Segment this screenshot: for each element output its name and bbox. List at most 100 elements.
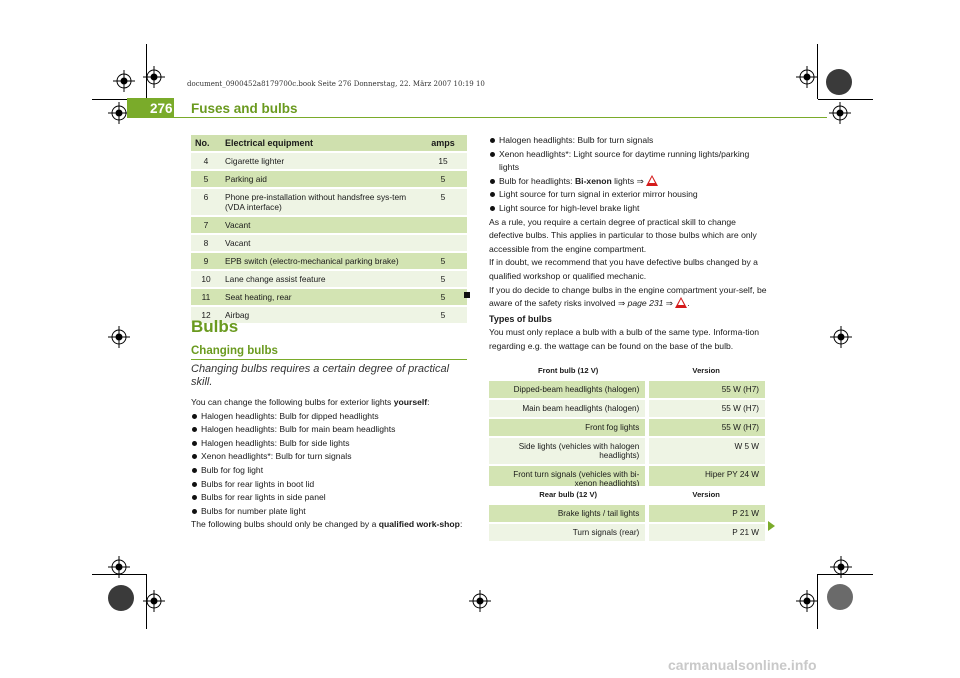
intro-text: You can change the following bulbs for e… xyxy=(191,397,394,407)
page-number-box xyxy=(127,98,174,118)
bulb-version: 55 W (H7) xyxy=(645,399,765,419)
subheading-changing-bulbs: Changing bulbs xyxy=(191,345,278,357)
registration-mark-icon xyxy=(829,102,851,124)
watermark: carmanualsonline.info xyxy=(668,657,817,673)
section-heading-bulbs: Bulbs xyxy=(191,317,239,336)
crop-mark-top-left-v xyxy=(146,44,147,99)
fuse-amps: 5 xyxy=(419,288,467,307)
list-item: Light source for turn signal in exterior… xyxy=(489,188,769,202)
fuse-equipment: Parking aid xyxy=(221,170,419,189)
section-end-mark xyxy=(464,292,470,298)
fuse-amps: 5 xyxy=(419,306,467,325)
fuse-no: 9 xyxy=(191,252,221,271)
rear-bulb-table: Rear bulb (12 V) Version Brake lights / … xyxy=(489,486,765,543)
intro-suffix: : xyxy=(427,397,430,407)
fuse-amps: 5 xyxy=(419,188,467,217)
registration-mark-icon xyxy=(796,590,818,612)
fuse-equipment: Phone pre-installation without handsfree… xyxy=(221,188,419,217)
crop-mark-top-right-v xyxy=(817,44,818,99)
lead-text: Changing bulbs requires a certain degree… xyxy=(191,363,450,388)
workshop-text: The following bulbs should only be chang… xyxy=(191,519,379,530)
fuse-no: 4 xyxy=(191,152,221,171)
header-rule xyxy=(127,117,827,118)
table-header-no: No. xyxy=(191,135,221,153)
fuse-amps: 5 xyxy=(419,252,467,271)
registration-mark-icon xyxy=(108,556,130,578)
paragraph: You must only replace a bulb with a bulb… xyxy=(489,327,760,351)
para3-text: If you do decide to change bulbs in the … xyxy=(489,284,767,309)
file-header: document_0900452a8179700c.book Seite 276… xyxy=(187,80,485,88)
fuse-no: 12 xyxy=(191,306,221,325)
warning-icon[interactable] xyxy=(646,174,659,186)
list-item: Bulb for headlights: Bi-xenon lights ⇒ xyxy=(489,174,769,189)
fuse-amps xyxy=(419,216,467,235)
list-item: Halogen headlights: Bulb for dipped head… xyxy=(191,410,467,424)
workshop-bold: qualified work-shop xyxy=(378,519,460,530)
fuse-amps: 5 xyxy=(419,170,467,189)
table-header-bulb: Front bulb (12 V) xyxy=(489,362,648,381)
list-item: Xenon headlights*: Light source for dayt… xyxy=(489,148,769,175)
list-item: Bulb for fog light xyxy=(191,464,467,478)
registration-mark-icon xyxy=(108,102,130,124)
color-bar-dot xyxy=(108,585,134,611)
intro-paragraph: You can change the following bulbs for e… xyxy=(191,396,467,410)
fuse-amps: 5 xyxy=(419,270,467,289)
fuse-no: 8 xyxy=(191,234,221,253)
crop-mark-top-left-h xyxy=(92,99,147,100)
fuse-no: 7 xyxy=(191,216,221,235)
list-item: Bulbs for rear lights in side panel xyxy=(191,491,467,505)
right-body-text: Halogen headlights: Bulb for turn signal… xyxy=(489,134,769,354)
paragraph: If you do decide to change bulbs in the … xyxy=(489,284,767,309)
registration-mark-icon xyxy=(830,556,852,578)
fuse-equipment: Seat heating, rear xyxy=(221,288,419,307)
fuse-no: 6 xyxy=(191,188,221,217)
workshop-paragraph: The following bulbs should only be chang… xyxy=(191,518,467,532)
color-bar-dot xyxy=(826,69,852,95)
fuse-no: 11 xyxy=(191,288,221,307)
bulb-name: Main beam headlights (halogen) xyxy=(489,399,648,419)
subheading-rule xyxy=(191,359,467,360)
fuse-equipment: Vacant xyxy=(221,216,419,235)
para3-suffix: ⇒ xyxy=(663,298,673,309)
table-row: Turn signals (rear)P 21 W xyxy=(489,523,765,543)
bulb-version: 55 W (H7) xyxy=(645,381,765,400)
warning-icon[interactable] xyxy=(675,297,688,309)
fuse-amps xyxy=(419,234,467,253)
registration-mark-icon xyxy=(469,590,491,612)
registration-mark-icon xyxy=(143,66,165,88)
front-bulb-table: Front bulb (12 V) Version Dipped-beam he… xyxy=(489,362,765,494)
list-item: Bulbs for number plate light xyxy=(191,505,467,519)
table-header-amps: amps xyxy=(419,135,467,153)
continue-arrow-icon[interactable] xyxy=(768,521,775,531)
page-reference-link[interactable]: page 231 xyxy=(627,298,664,309)
bulb-name: Front fog lights xyxy=(489,418,648,438)
bixenon-suffix: lights ⇒ xyxy=(611,175,644,186)
types-heading: Types of bulbs xyxy=(489,313,552,324)
bulb-name: Dipped-beam headlights (halogen) xyxy=(489,381,648,400)
table-header-version: Version xyxy=(647,486,765,505)
registration-mark-icon xyxy=(108,326,130,348)
registration-mark-icon xyxy=(796,66,818,88)
crop-mark-bottom-right-h xyxy=(818,574,873,575)
color-bar-dot xyxy=(827,584,853,610)
table-header-equipment: Electrical equipment xyxy=(221,135,419,153)
fuse-equipment: Airbag xyxy=(221,306,419,325)
bulb-version: P 21 W xyxy=(645,523,765,543)
list-item: Light source for high-level brake light xyxy=(489,202,769,216)
crop-mark-top-right-h xyxy=(818,99,873,100)
bulb-version: W 5 W xyxy=(645,437,765,466)
registration-mark-icon xyxy=(143,590,165,612)
page-number: 276 xyxy=(150,101,173,116)
fuse-no: 10 xyxy=(191,270,221,289)
paragraph: If in doubt, we recommend that you have … xyxy=(489,257,758,281)
fuse-equipment: Cigarette lighter xyxy=(221,152,419,171)
bulb-name: Side lights (vehicles with halogen headl… xyxy=(489,437,648,466)
bulb-version: P 21 W xyxy=(645,505,765,524)
